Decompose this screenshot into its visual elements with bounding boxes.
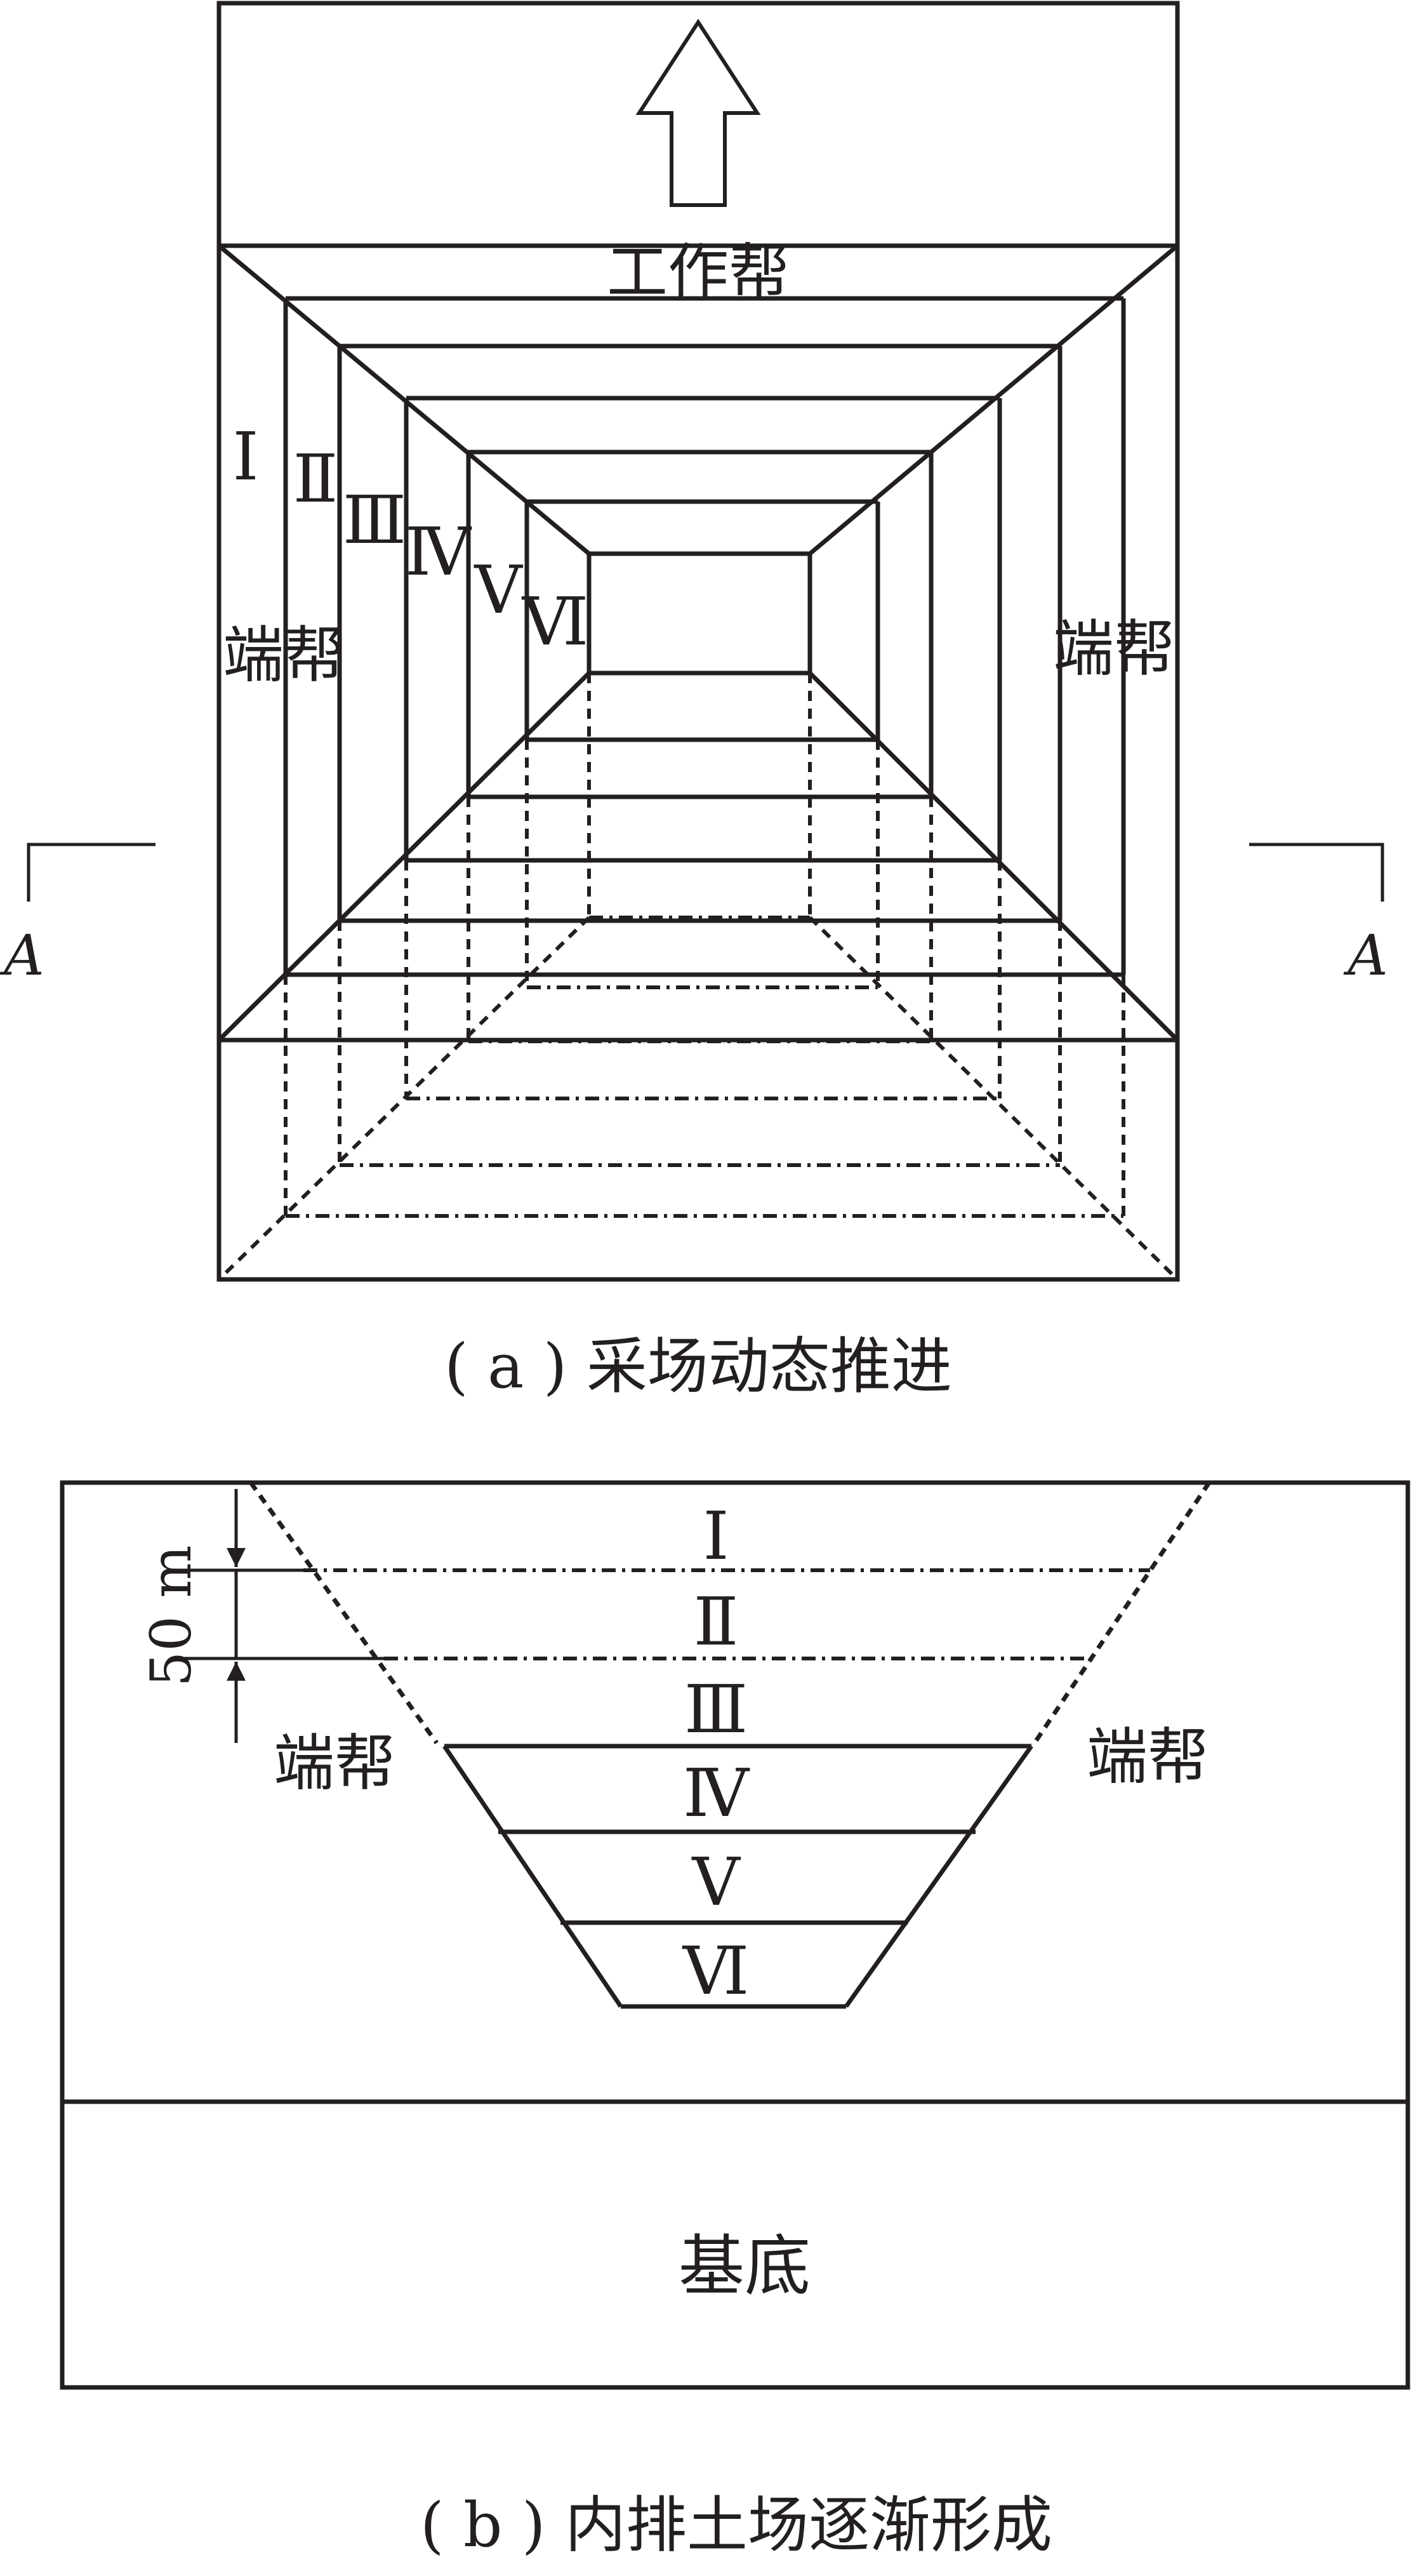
figure-a-labels: 工作帮 端帮 端帮 A A Ⅰ Ⅱ Ⅲ Ⅳ Ⅴ Ⅵ: [0, 237, 1388, 988]
layer-label-1: Ⅰ: [703, 1497, 729, 1575]
dump-layer-boundaries-upper: [251, 1481, 1209, 1660]
stage-label-2: Ⅱ: [293, 440, 338, 517]
advance-direction-arrow-icon: [635, 18, 761, 207]
section-mark-left-label: A: [0, 923, 44, 988]
figure-a-caption: ( a ) 采场动态推进: [444, 1331, 952, 1402]
dump-layer-boundaries: [286, 916, 1123, 1218]
section-mark-right-label: A: [1343, 923, 1388, 988]
working-side-label: 工作帮: [607, 237, 790, 308]
stage-label-4: Ⅳ: [405, 513, 472, 591]
stage-label-6: Ⅵ: [521, 583, 589, 660]
section-mark-left-bracket: [27, 843, 156, 902]
corner-diagonal-bottom-right: [808, 671, 1179, 1042]
end-side-right-label: 端帮: [1053, 613, 1175, 684]
layer-label-6: Ⅵ: [682, 1932, 750, 2010]
figure-b-section-view: [60, 1480, 1410, 2390]
figure-a-plan-view: [27, 1, 1384, 1282]
upper-pit-walls-dashed: [249, 1481, 1211, 1745]
layer-label-3: Ⅲ: [684, 1671, 748, 1748]
end-side-right-label-b: 端帮: [1087, 1721, 1209, 1792]
end-side-left-label: 端帮: [223, 620, 345, 691]
layer-label-4: Ⅳ: [683, 1754, 750, 1832]
lower-pit-wall-right: [844, 1744, 1033, 2008]
dimension-label: 50 m: [138, 1545, 204, 1686]
figure-b-caption: ( b ) 内排土场逐渐形成: [420, 2490, 1052, 2561]
stage-label-3: Ⅲ: [343, 481, 406, 559]
section-mark-right-bracket: [1249, 843, 1384, 902]
dimension-50m: [184, 1489, 384, 1743]
corner-diagonal-top-right: [808, 244, 1179, 556]
figure-b-labels: Ⅰ Ⅱ Ⅲ Ⅳ Ⅴ Ⅵ 端帮 端帮 基底 50 m: [138, 1497, 1209, 2305]
pit-bottom-rect: [586, 551, 812, 676]
stage-label-1: Ⅰ: [232, 418, 258, 495]
layer-label-5: Ⅴ: [691, 1843, 741, 1921]
base-label: 基底: [679, 2227, 811, 2305]
stage-label-5: Ⅴ: [473, 551, 523, 629]
layer-label-2: Ⅱ: [694, 1583, 739, 1660]
lower-pit-wall-left: [442, 1745, 623, 2008]
outer-frame: [216, 1, 1180, 1282]
end-side-left-label-b: 端帮: [274, 1728, 395, 1799]
